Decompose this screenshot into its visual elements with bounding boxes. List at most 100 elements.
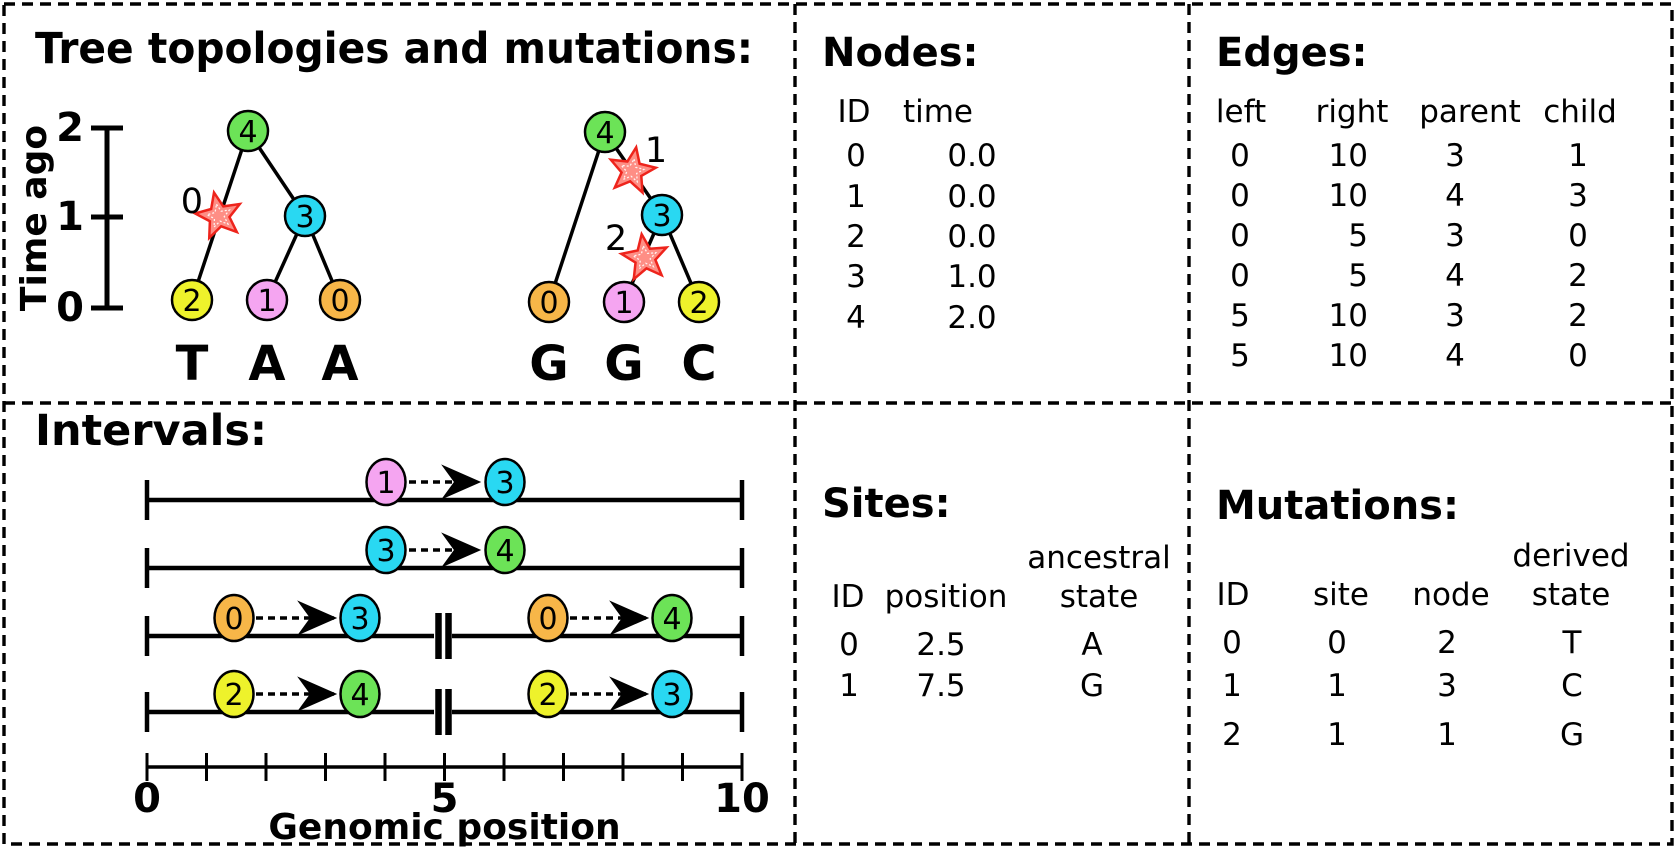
interval-node-0 (527, 593, 569, 643)
interval-to-label: 4 (350, 678, 369, 713)
tree-left-node-1-label: 1 (257, 284, 276, 319)
cell: 1 (1222, 668, 1242, 704)
interval-row-1: 1 3 (144, 457, 745, 520)
interval-node-3 (484, 457, 526, 507)
mutation-label-0: 0 (181, 182, 203, 222)
cell: 10 (1329, 338, 1368, 374)
cell: 0 (1230, 138, 1250, 174)
cell: 0 (1230, 258, 1250, 294)
time-tick-2: 2 (56, 105, 84, 151)
cell: 3 (1437, 668, 1457, 704)
sites-header-ancestral: ancestral (1027, 540, 1170, 576)
interval-to-label: 4 (495, 534, 514, 569)
cell: 0 (1327, 625, 1347, 661)
tree-right-node-1-label: 1 (614, 286, 633, 321)
interval-from-label: 2 (538, 678, 557, 713)
cell: 10 (1329, 138, 1368, 174)
tree-left-node-3-label: 3 (295, 200, 314, 235)
cell: G (1560, 717, 1584, 753)
interval-to-label: 3 (662, 678, 681, 713)
genomic-axis: 0 5 10 Genomic position (133, 753, 770, 848)
edges-header-left: left (1216, 94, 1266, 130)
axis-tick-5: 5 (431, 776, 459, 822)
cell: 3 (1445, 138, 1465, 174)
nodes-header-time: time (903, 94, 973, 130)
cell: 4 (1445, 178, 1465, 214)
tree-left: 0 4 3 2 1 0 T A A (170, 109, 362, 392)
cell: G (1080, 668, 1104, 704)
time-axis: 2 1 0 Time ago (14, 105, 123, 331)
cell: C (1561, 668, 1583, 704)
mutations-title: Mutations: (1216, 483, 1459, 529)
cell: 3 (846, 259, 866, 295)
intervals-title: Intervals: (35, 406, 267, 456)
tree-left-node-4 (226, 109, 270, 153)
cell: 0 (1230, 178, 1250, 214)
mutations-header-node: node (1412, 577, 1489, 613)
edges-table-rows: 0 10 3 1 0 10 4 3 0 5 3 0 0 5 4 2 5 10 3… (1230, 138, 1588, 374)
nodes-title: Nodes: (822, 30, 979, 76)
sites-table-rows: 0 2.5 A 1 7.5 G (839, 627, 1104, 704)
tree-left-node-0-label: 0 (330, 284, 349, 319)
tree-right-node-3-label: 3 (652, 199, 671, 234)
sequence-letter: T (176, 336, 209, 392)
cell: 1 (1568, 138, 1588, 174)
cell: 5 (1230, 298, 1250, 334)
cell: 0 (846, 138, 866, 174)
cell: 7.5 (916, 668, 965, 704)
cell: 4 (1445, 258, 1465, 294)
cell: 0 (1222, 625, 1242, 661)
interval-from-label: 0 (224, 602, 243, 637)
edges-panel: Edges: left right parent child 0 10 3 1 … (1216, 30, 1617, 374)
interval-row-4: 2 4 2 3 (144, 669, 745, 735)
nodes-panel: Nodes: ID time 0 0.0 1 0.0 2 0.0 3 1.0 4… (822, 30, 997, 336)
axis-tick-0: 0 (133, 776, 161, 822)
mutations-header-site: site (1313, 577, 1369, 613)
interval-from-label: 0 (538, 602, 557, 637)
mutations-header-state: state (1532, 577, 1611, 613)
mutations-panel: Mutations: derived ID site node state 0 … (1216, 483, 1630, 753)
cell: 1 (846, 179, 866, 215)
interval-from-label: 2 (224, 678, 243, 713)
sites-header-state: state (1060, 579, 1139, 615)
cell: 2 (1568, 258, 1588, 294)
sequence-letter: G (529, 336, 568, 392)
sequence-letter: A (321, 336, 358, 392)
tree-left-node-1 (245, 278, 289, 322)
time-tick-1: 1 (56, 194, 84, 240)
cell: 0.0 (947, 219, 996, 255)
interval-node-4 (339, 669, 381, 719)
sequence-letter: G (604, 336, 643, 392)
cell: 2 (846, 219, 866, 255)
interval-node-3 (365, 525, 407, 575)
cell: 5 (1348, 258, 1368, 294)
time-axis-label: Time ago (14, 125, 55, 311)
interval-to-label: 3 (350, 602, 369, 637)
cell: 0 (1568, 338, 1588, 374)
cell: 2.0 (947, 300, 996, 336)
cell: 2 (1568, 298, 1588, 334)
interval-node-4 (651, 593, 693, 643)
cell: 2 (1437, 625, 1457, 661)
edges-header-right: right (1316, 94, 1389, 130)
cell: 3 (1568, 178, 1588, 214)
sequence-letter: A (248, 336, 285, 392)
axis-tick-10: 10 (714, 776, 770, 822)
sequence-letter: C (681, 336, 716, 392)
nodes-table-rows: 0 0.0 1 0.0 2 0.0 3 1.0 4 2.0 (846, 138, 997, 336)
cell: 1 (1437, 717, 1457, 753)
tree-right-node-0-label: 0 (539, 286, 558, 321)
cell: 10 (1329, 298, 1368, 334)
interval-row-3: 0 3 0 4 (144, 593, 745, 659)
sites-header-id: ID (831, 579, 864, 615)
interval-row-2: 3 4 (144, 525, 745, 588)
cell: 2 (1222, 717, 1242, 753)
cell: A (1081, 627, 1102, 663)
tree-topologies-panel: Tree topologies and mutations: 2 1 0 Tim… (14, 24, 753, 392)
interval-from-label: 1 (376, 466, 395, 501)
tree-left-node-0 (318, 278, 362, 322)
tree-panel-title: Tree topologies and mutations: (35, 24, 753, 74)
tree-right-node-0 (527, 280, 571, 324)
